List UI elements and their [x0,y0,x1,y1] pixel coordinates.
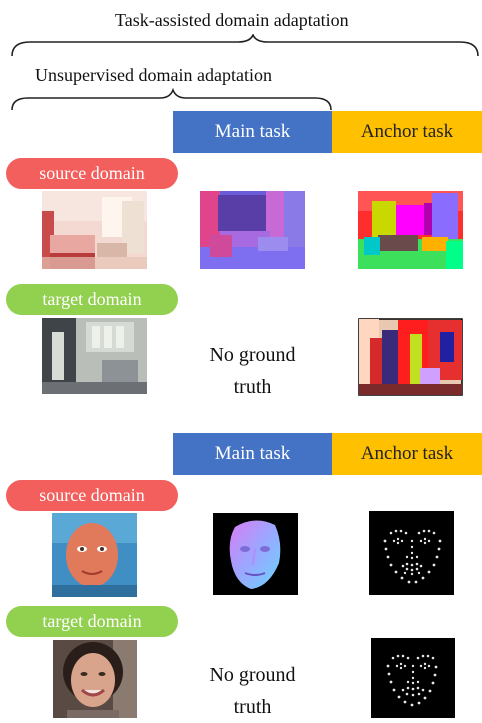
no-ground-truth-text: No ground truth [180,659,325,723]
source-domain-label: source domain [6,480,178,511]
target-domain-label: target domain [6,284,178,315]
main-task-header: Main task [173,433,332,475]
source-face-normal-map [213,513,298,595]
unsupervised-caption: Unsupervised domain adaptation [35,65,272,85]
target-anchor-task-map [358,318,463,396]
source-room-image [42,191,147,269]
brace-icon [11,88,332,111]
target-face-image [53,640,137,718]
target-hallway-image [42,318,147,394]
source-face-image [52,513,137,597]
no-ground-truth-line-2: truth [233,696,272,718]
source-anchor-task-map [358,191,463,269]
anchor-task-header: Anchor task [332,433,482,475]
anchor-task-header: Anchor task [332,111,482,153]
no-ground-truth-line-2: truth [233,376,272,398]
target-domain-label: target domain [6,606,178,637]
brace-icon [11,34,479,57]
source-domain-label: source domain [6,158,178,189]
source-face-landmarks [369,511,454,595]
target-face-landmarks [371,638,455,718]
source-main-task-map [200,191,305,269]
no-ground-truth-line-1: No ground [209,664,296,686]
no-ground-truth-line-1: No ground [209,344,296,366]
main-task-header: Main task [173,111,332,153]
no-ground-truth-text: No ground truth [180,339,325,403]
task-assisted-caption: Task-assisted domain adaptation [115,10,349,30]
